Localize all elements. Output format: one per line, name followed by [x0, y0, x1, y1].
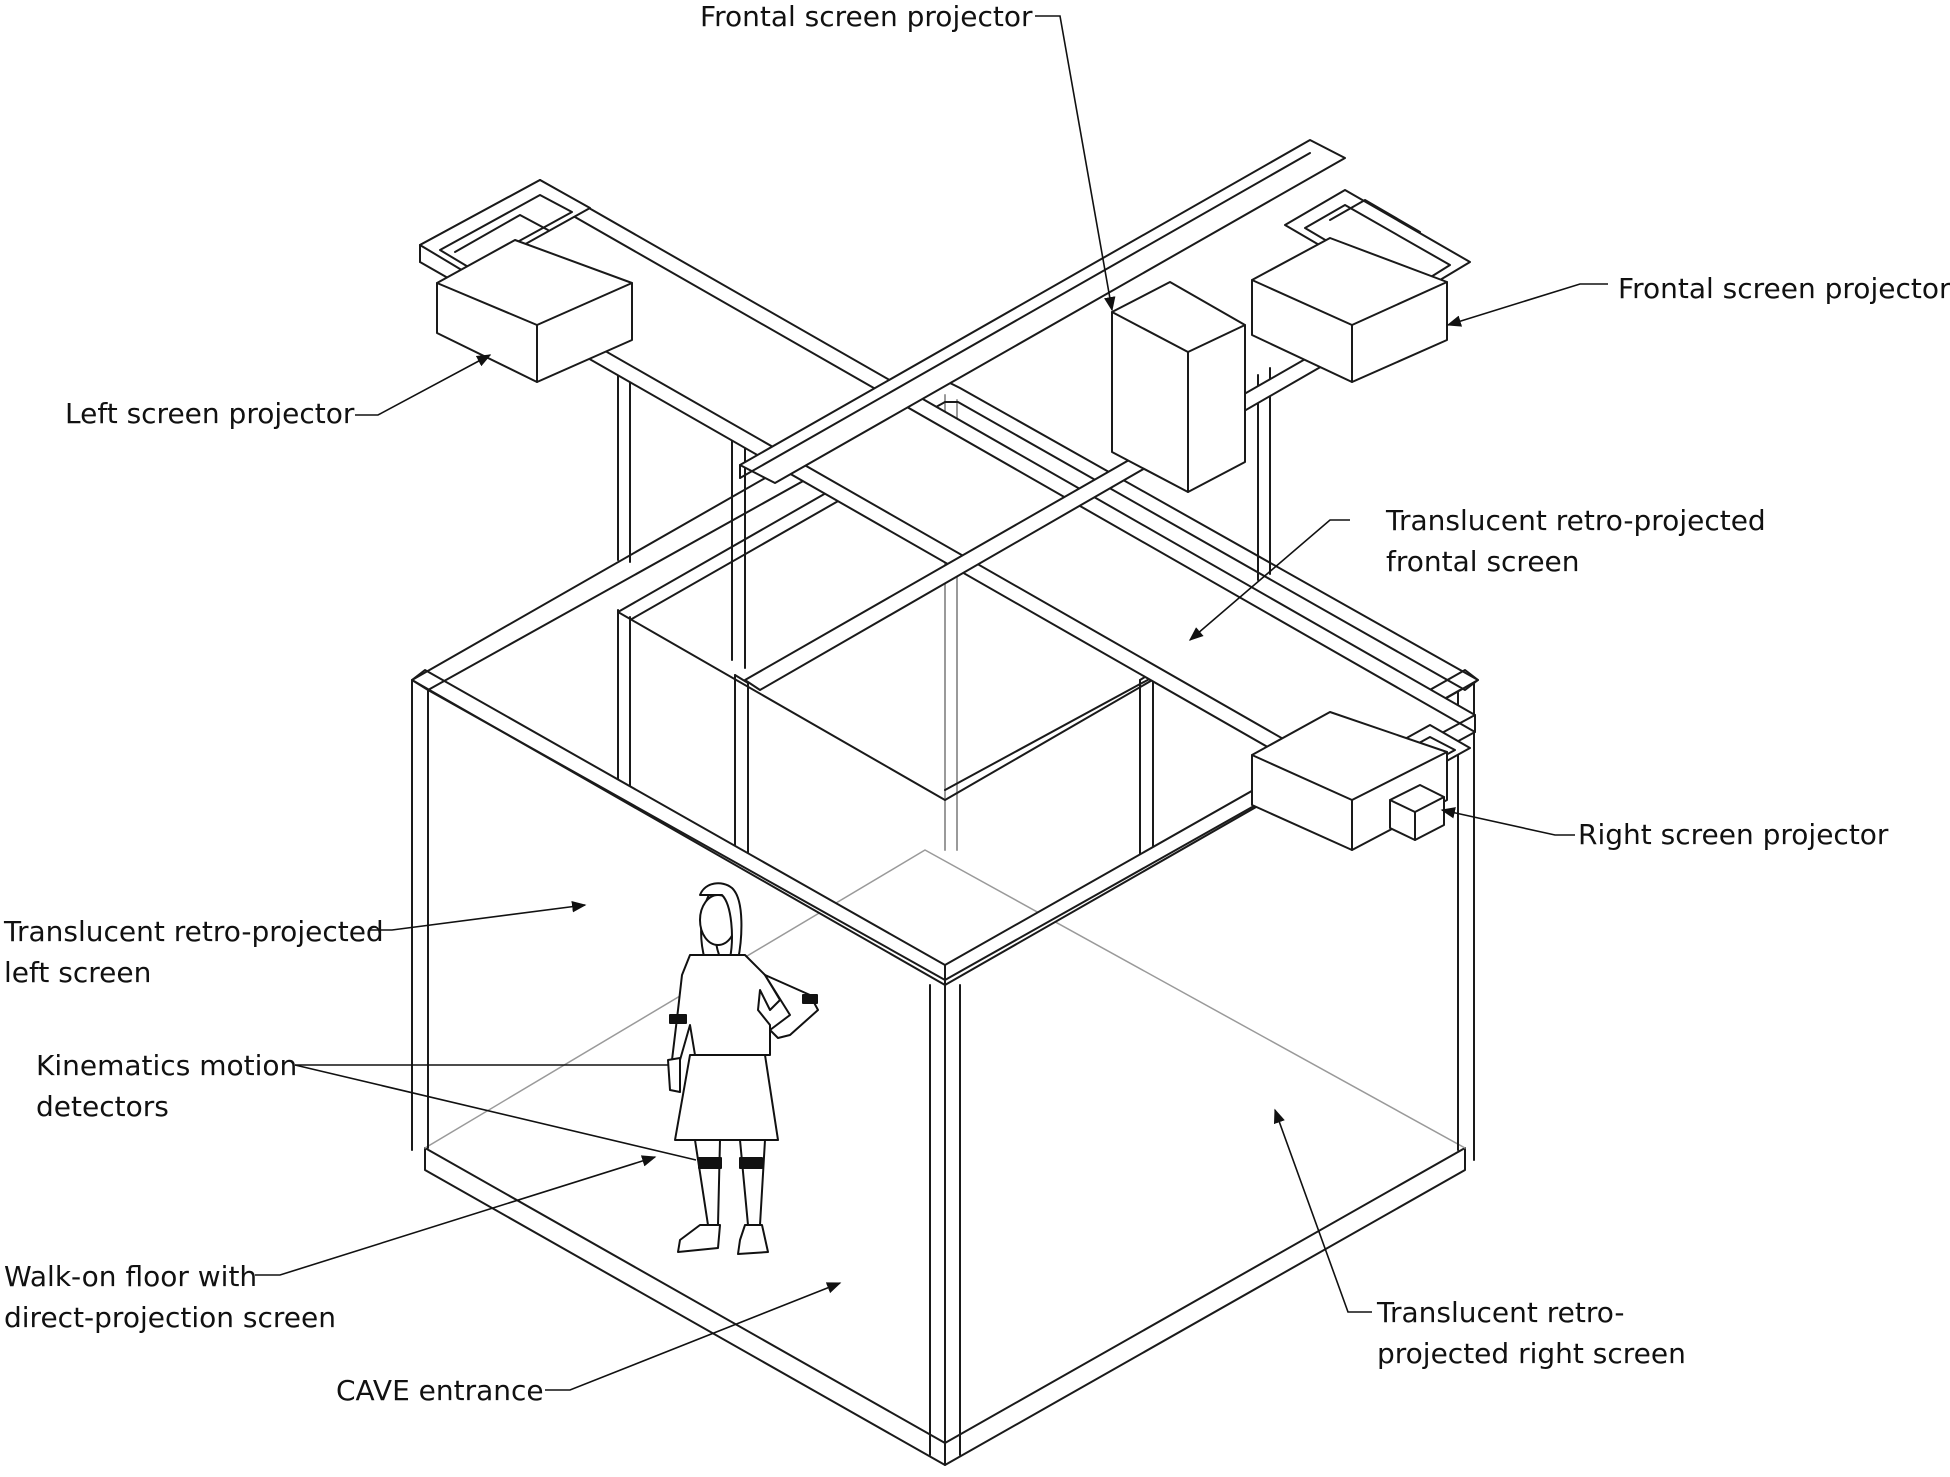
leader-frontal-screen — [1188, 519, 1350, 641]
label-frontal-projector-right: Frontal screen projector — [1618, 272, 1950, 305]
left-projector-frame — [419, 179, 591, 276]
leader-left-projector — [355, 354, 492, 416]
leader-kinematics-2 — [294, 1064, 697, 1161]
label-floor-line1: Walk-on floor with — [4, 1260, 258, 1293]
leader-frontal-right — [1446, 283, 1608, 327]
person-figure — [667, 882, 819, 1255]
label-cave-entrance: CAVE entrance — [336, 1374, 544, 1407]
label-floor-line2: direct-projection screen — [4, 1301, 336, 1334]
back-right-projector-box — [1251, 237, 1448, 383]
leader-right-projector — [1440, 807, 1575, 836]
leader-cave-entrance — [545, 1282, 842, 1391]
leader-lines — [255, 15, 1608, 1391]
frontal-projector-box — [1111, 281, 1246, 493]
leader-frontal-top — [1035, 15, 1116, 312]
label-frontal-screen-line2: frontal screen — [1386, 545, 1580, 578]
left-projector-box — [436, 239, 633, 383]
label-kinematics-line2: detectors — [36, 1090, 169, 1123]
right-projector-box — [1251, 711, 1448, 851]
leader-right-screen — [1273, 1108, 1372, 1313]
label-left-screen-line1: Translucent retro-projected — [4, 915, 384, 948]
label-right-screen-line1: Translucent retro- — [1377, 1296, 1625, 1329]
label-frontal-projector-top: Frontal screen projector — [700, 0, 1033, 33]
leader-floor — [255, 1155, 657, 1276]
label-kinematics-line1: Kinematics motion — [36, 1049, 298, 1082]
label-frontal-screen-line1: Translucent retro-projected — [1386, 504, 1766, 537]
label-right-screen-line2: projected right screen — [1377, 1337, 1686, 1370]
label-left-screen-projector: Left screen projector — [65, 397, 355, 430]
label-left-screen-line2: left screen — [4, 956, 152, 989]
label-right-screen-projector: Right screen projector — [1578, 818, 1889, 851]
leader-left-screen — [370, 900, 587, 931]
